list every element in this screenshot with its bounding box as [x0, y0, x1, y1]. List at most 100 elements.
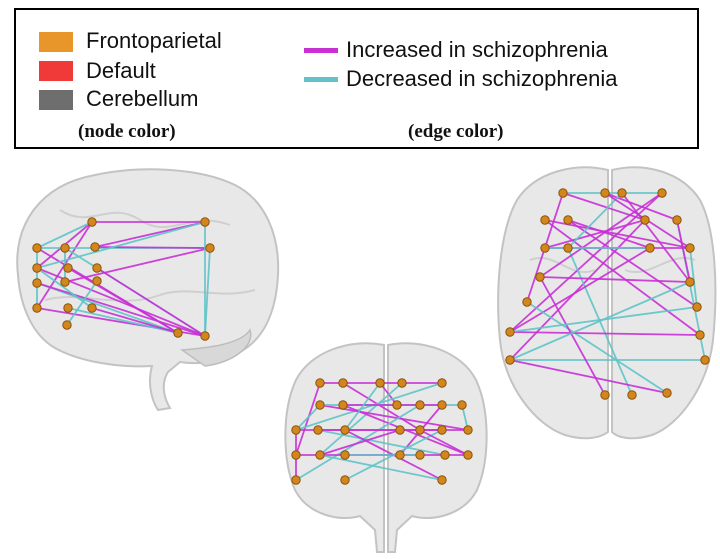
sag-edge [67, 307, 179, 334]
axi-node [505, 355, 515, 365]
cor-node [437, 378, 447, 388]
axi-edge [509, 331, 701, 336]
decreased-swatch [304, 77, 338, 82]
axi-node [695, 330, 705, 340]
sag-node [200, 331, 210, 341]
sag-node [92, 276, 102, 286]
decreased-label: Decreased in schizophrenia [346, 66, 618, 91]
node-color-caption: (node color) [78, 121, 176, 142]
sag-edge [91, 307, 179, 334]
cor-node [392, 400, 402, 410]
cor-node [338, 378, 348, 388]
axi-edge [509, 359, 668, 394]
axi-edge [509, 247, 651, 333]
cor-node [340, 425, 350, 435]
axi-edge [509, 219, 646, 361]
sag-node [87, 303, 97, 313]
axi-node [672, 215, 682, 225]
cor-node [395, 425, 405, 435]
sag-node [92, 263, 102, 273]
axi-edge [539, 276, 691, 283]
sag-node [87, 217, 97, 227]
sag-node [32, 278, 42, 288]
sag-node [173, 328, 183, 338]
axi-edge [509, 192, 663, 333]
axi-edge [509, 281, 691, 361]
cor-node [291, 425, 301, 435]
axi-edge [567, 219, 698, 308]
cor-node [340, 450, 350, 460]
axi-edge [689, 247, 698, 308]
cor-node [315, 378, 325, 388]
axi-node [540, 215, 550, 225]
axi-edge [621, 192, 691, 283]
cor-node [375, 378, 385, 388]
sag-node [32, 243, 42, 253]
axi-node [640, 215, 650, 225]
cerebellum-swatch [39, 90, 73, 110]
axi-node [662, 388, 672, 398]
sag-edge [66, 280, 98, 326]
cor-node [395, 450, 405, 460]
cor-node [397, 378, 407, 388]
axi-edge [676, 219, 691, 283]
sag-node [63, 303, 73, 313]
sag-node [62, 320, 72, 330]
sag-node [205, 243, 215, 253]
cor-node [315, 450, 325, 460]
cor-node [415, 450, 425, 460]
cor-edge [319, 429, 401, 456]
cor-edge [342, 382, 421, 431]
axi-node [563, 215, 573, 225]
sag-edge [96, 267, 206, 337]
cor-node [415, 425, 425, 435]
axi-node [657, 188, 667, 198]
frontoparietal-label: Frontoparietal [86, 28, 222, 53]
sag-node [60, 277, 70, 287]
axi-node [685, 277, 695, 287]
axi-node [700, 355, 710, 365]
axi-node [600, 188, 610, 198]
cor-node [437, 425, 447, 435]
sag-node [90, 242, 100, 252]
coronal-left-hemisphere [284, 342, 385, 553]
axi-edge [544, 219, 691, 249]
sag-edge [204, 247, 211, 337]
axi-edge [539, 276, 606, 396]
axi-edge [567, 192, 623, 249]
cor-edge [295, 404, 321, 431]
cor-edge [317, 429, 446, 456]
axial-sulcus [529, 257, 696, 273]
axi-edge [539, 192, 663, 278]
coronal-brain-view [284, 342, 488, 553]
axi-node [645, 243, 655, 253]
cor-node [463, 425, 473, 435]
sag-edge [36, 221, 93, 249]
cor-edge [344, 382, 381, 431]
sag-edge [36, 282, 206, 337]
cor-node [338, 400, 348, 410]
sagittal-cerebellum [179, 328, 252, 367]
cor-node [340, 475, 350, 485]
axi-node [540, 243, 550, 253]
sag-node [32, 263, 42, 273]
axi-edge [544, 219, 646, 249]
default-label: Default [86, 58, 156, 83]
cor-node [437, 400, 447, 410]
axi-edge [509, 306, 698, 333]
cor-node [457, 400, 467, 410]
sag-node [63, 263, 73, 273]
axi-edge [544, 219, 701, 336]
axi-node [558, 188, 568, 198]
cor-node [313, 425, 323, 435]
increased-swatch [304, 48, 338, 53]
sag-node [32, 303, 42, 313]
default-swatch [39, 61, 73, 81]
cor-edge [319, 454, 443, 481]
axi-node [627, 390, 637, 400]
axi-edge [526, 301, 668, 394]
legend-box: Frontoparietal Default Cerebellum (node … [14, 8, 699, 149]
sag-node [60, 243, 70, 253]
axi-node [505, 327, 515, 337]
